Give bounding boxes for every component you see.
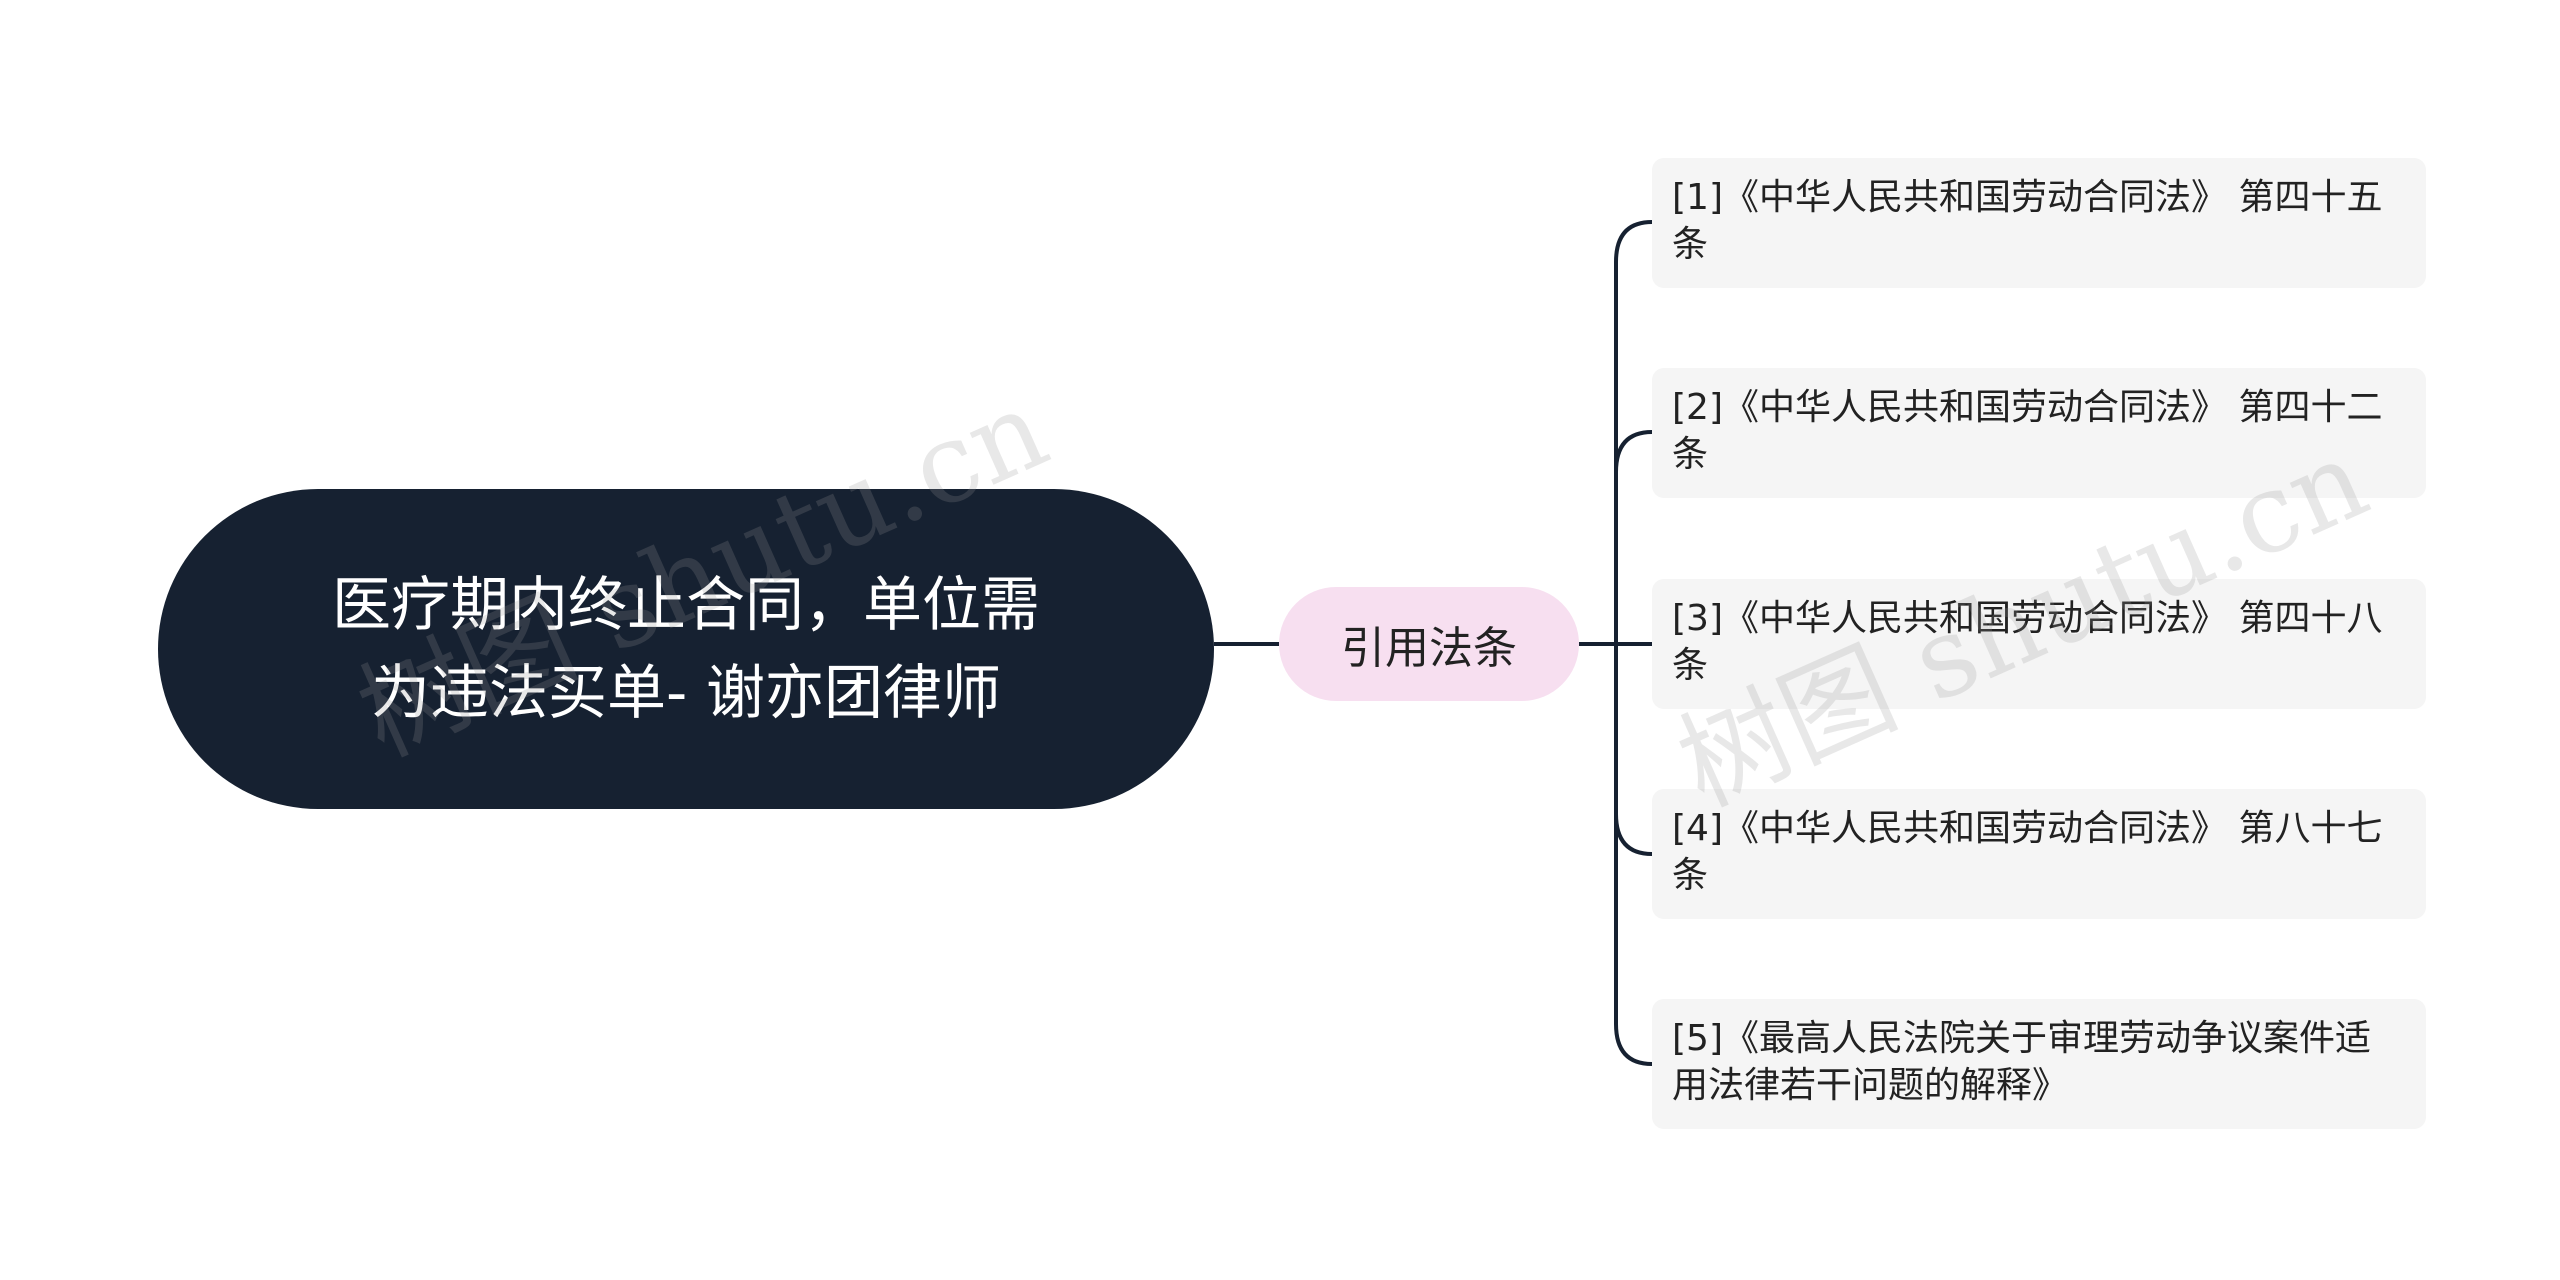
leaf-topic-text: [3]《中华人民共和国劳动合同法》 第四十八条	[1672, 598, 2383, 686]
leaf-connector-2	[1614, 430, 1653, 644]
leaf-connector-4	[1614, 644, 1653, 856]
leaf-connector-5	[1614, 644, 1653, 1066]
root-topic-text: 医疗期内终止合同，单位需为违法买单- 谢亦团律师	[331, 570, 1040, 727]
leaf-topic-node-5[interactable]: [5]《最高人民法院关于审理劳动争议案件适用法律若干问题的解释》	[1652, 999, 2426, 1129]
leaf-topic-node-4[interactable]: [4]《中华人民共和国劳动合同法》 第八十七条	[1652, 789, 2426, 919]
leaf-topic-node-3[interactable]: [3]《中华人民共和国劳动合同法》 第四十八条	[1652, 579, 2426, 709]
leaf-connector-1	[1614, 220, 1653, 644]
leaf-topic-text: [4]《中华人民共和国劳动合同法》 第八十七条	[1672, 808, 2383, 896]
leaf-topic-text: [1]《中华人民共和国劳动合同法》 第四十五条	[1672, 177, 2383, 265]
leaf-topic-node-2[interactable]: [2]《中华人民共和国劳动合同法》 第四十二条	[1652, 368, 2426, 498]
root-topic-node[interactable]: 医疗期内终止合同，单位需为违法买单- 谢亦团律师	[158, 489, 1214, 809]
leaf-topic-text: [5]《最高人民法院关于审理劳动争议案件适用法律若干问题的解释》	[1672, 1018, 2371, 1106]
leaf-topic-text: [2]《中华人民共和国劳动合同法》 第四十二条	[1672, 387, 2383, 475]
leaf-topic-node-1[interactable]: [1]《中华人民共和国劳动合同法》 第四十五条	[1652, 158, 2426, 288]
branch-topic-text: 引用法条	[1341, 623, 1517, 674]
branch-topic-node[interactable]: 引用法条	[1279, 587, 1579, 701]
